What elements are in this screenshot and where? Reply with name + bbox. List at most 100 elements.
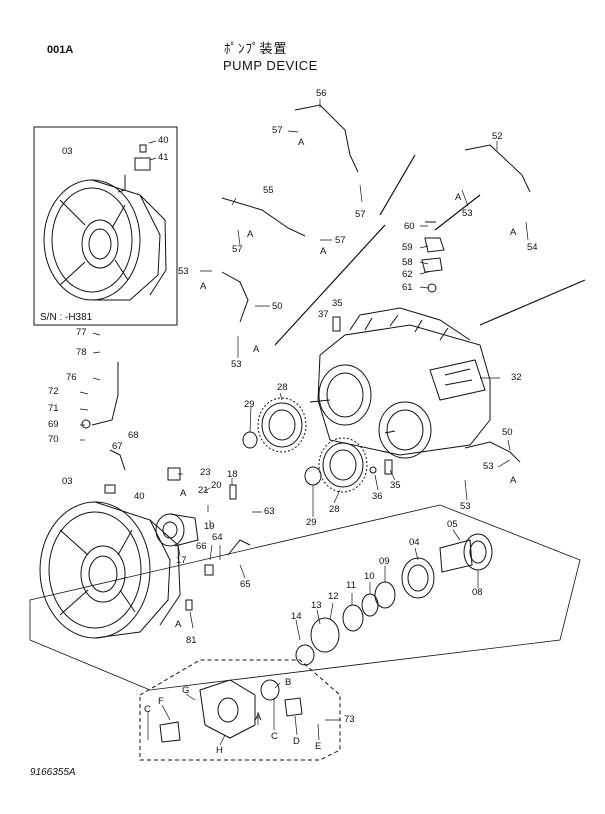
callout-53: 53 (178, 266, 189, 277)
callout-a: A (510, 475, 517, 486)
callout-a: A (510, 227, 517, 238)
callout-36: 36 (372, 491, 383, 502)
callout-29: 29 (244, 399, 255, 410)
callout-81: 81 (186, 635, 197, 646)
callout-h: H (216, 745, 223, 756)
callout-35: 35 (332, 298, 343, 309)
callout-09: 09 (379, 556, 390, 567)
callout-40: 40 (134, 491, 145, 502)
callout-d: D (293, 736, 300, 747)
callout-57: 57 (232, 244, 243, 255)
part-66 (204, 564, 214, 576)
callout-a: A (253, 344, 260, 355)
plug-40 (104, 484, 116, 494)
callout-53: 53 (483, 461, 494, 472)
callout-14: 14 (291, 611, 302, 622)
pump-main-body (309, 307, 491, 459)
pipe-56 (294, 104, 359, 173)
callout-77: 77 (76, 327, 87, 338)
callout-40: 40 (158, 135, 169, 146)
callout-59: 59 (402, 242, 413, 253)
gear-lower (304, 437, 368, 493)
callout-leaders (79, 99, 529, 746)
hose-64 (227, 539, 251, 556)
callout-60: 60 (404, 221, 415, 232)
pipe-55 (221, 197, 306, 237)
serial-note: S/N : -H381 (40, 312, 93, 323)
flange-part (155, 513, 199, 547)
callout-19: 19 (204, 521, 215, 532)
hose-76 (91, 362, 119, 426)
callout-a: A (320, 246, 327, 257)
callout-63: 63 (264, 506, 275, 517)
callout-73: 73 (344, 714, 355, 725)
coupling-parts (159, 679, 303, 743)
callout-a: A (200, 281, 207, 292)
connector-58 (421, 257, 443, 273)
figure-code: 001A (47, 44, 74, 56)
pipe-50-lower (464, 441, 521, 463)
bracket-67 (109, 449, 126, 471)
callout-32: 32 (511, 372, 522, 383)
callout-a: A (255, 712, 262, 723)
callout-28: 28 (329, 504, 340, 515)
callout-53: 53 (462, 208, 473, 219)
callout-17: 17 (176, 555, 187, 566)
callout-18: 18 (227, 469, 238, 480)
callout-a: A (298, 137, 305, 148)
callout-58: 58 (402, 257, 413, 268)
callout-10: 10 (364, 571, 375, 582)
bolt-18 (229, 484, 237, 500)
callout-28: 28 (277, 382, 288, 393)
callout-a: A (247, 229, 254, 240)
document-number: 9166355A (30, 767, 76, 778)
callout-08: 08 (472, 587, 483, 598)
pipe-52 (464, 144, 531, 193)
housing-inset (43, 144, 167, 301)
title-japanese: ﾎﾟﾝﾌﾟ装置 (224, 42, 288, 57)
callout-35: 35 (390, 480, 401, 491)
callout-53: 53 (231, 359, 242, 370)
callout-71: 71 (48, 403, 59, 414)
title-english: PUMP DEVICE (223, 58, 318, 73)
callout-21: 21 (198, 485, 209, 496)
callout-56: 56 (316, 88, 327, 99)
bolt-35b (384, 459, 393, 475)
callout-03: 03 (62, 476, 73, 487)
coupling-group-box (139, 659, 341, 761)
callout-50: 50 (272, 301, 283, 312)
inset-box (33, 126, 178, 326)
callout-78: 78 (76, 347, 87, 358)
callout-68: 68 (128, 430, 139, 441)
divider-upper (379, 154, 416, 216)
callout-a: A (175, 619, 182, 630)
callout-57: 57 (272, 125, 283, 136)
connector-59 (424, 237, 445, 253)
divider-left (274, 224, 386, 346)
callout-c: C (144, 704, 151, 715)
callout-f: F (158, 696, 164, 707)
callout-70: 70 (48, 434, 59, 445)
callout-65: 65 (240, 579, 251, 590)
callout-64: 64 (212, 532, 223, 543)
drive-shaft-assembly (295, 533, 493, 666)
callout-c: C (271, 731, 278, 742)
nut-61 (427, 283, 437, 293)
clamp-69 (81, 419, 91, 429)
callout-04: 04 (409, 537, 420, 548)
callout-11: 11 (346, 580, 356, 591)
callout-61: 61 (402, 282, 413, 293)
callout-05: 05 (447, 519, 458, 530)
divider-right (434, 194, 481, 231)
washer-36 (369, 466, 377, 474)
callout-76: 76 (66, 372, 77, 383)
callout-b: B (285, 677, 292, 688)
callout-23: 23 (200, 467, 211, 478)
callout-12: 12 (328, 591, 339, 602)
bolt-35 (332, 316, 341, 332)
divider-far-right (479, 279, 586, 326)
callout-e: E (315, 741, 322, 752)
callout-20: 20 (211, 480, 222, 491)
callout-67: 67 (112, 441, 123, 452)
